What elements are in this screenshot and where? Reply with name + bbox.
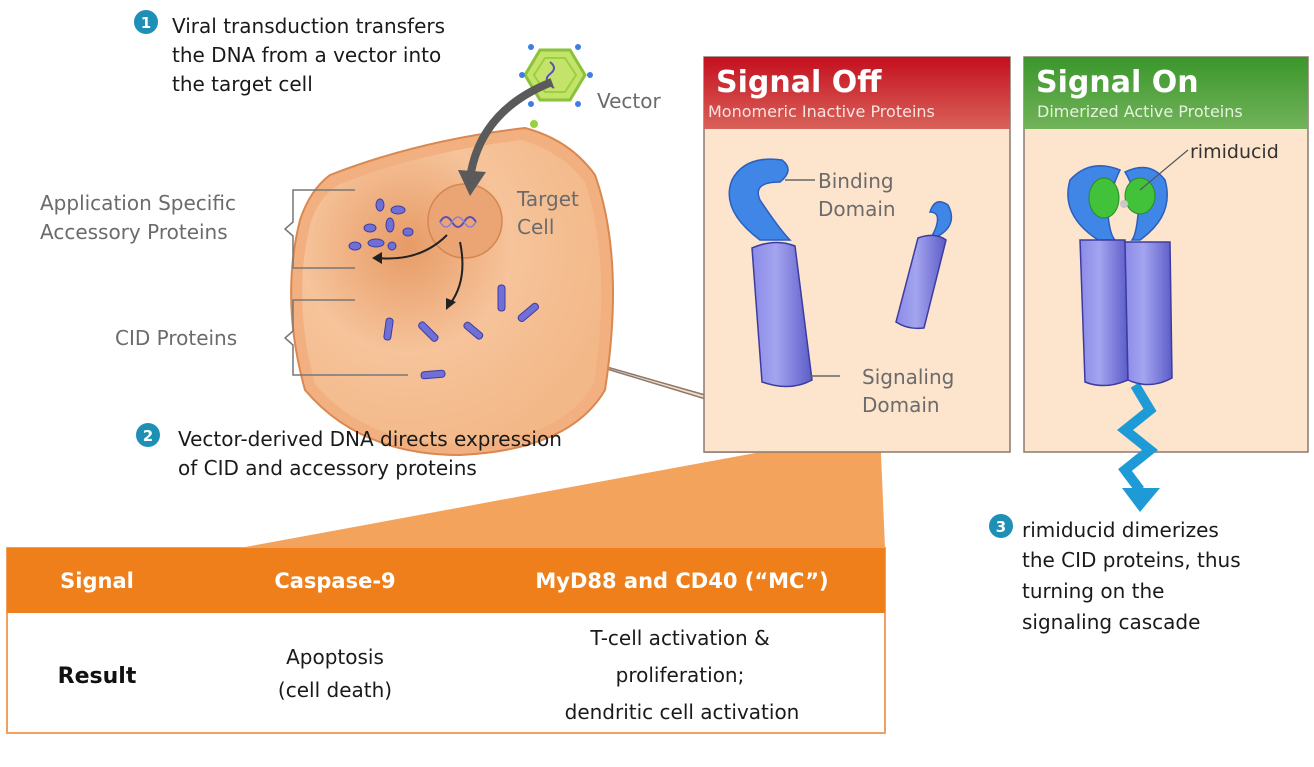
step-2: 2 Vector-derived DNA directs expression …	[136, 423, 562, 480]
arrowhead	[372, 252, 382, 264]
table-cell-caspase: (cell death)	[278, 678, 392, 702]
step-1-line: the DNA from a vector into	[172, 43, 441, 67]
table-cell-caspase: Apoptosis	[286, 645, 384, 669]
step-2-number: 2	[143, 427, 153, 445]
rimiducid-ligand	[1124, 177, 1156, 215]
cid-bracket	[283, 299, 408, 376]
step-3: 3 rimiducid dimerizes the CID proteins, …	[989, 514, 1241, 634]
cell-interior	[302, 140, 602, 444]
signal-off-title: Signal Off	[716, 65, 882, 100]
step-1-number: 1	[141, 14, 151, 32]
table-cell-mc: proliferation;	[616, 663, 745, 687]
rimiducid-ligand	[1088, 177, 1120, 219]
arrowhead	[446, 298, 456, 310]
arrow-to-accessory	[377, 234, 448, 260]
step-3-line: the CID proteins, thus	[1022, 548, 1241, 572]
step-2-line: of CID and accessory proteins	[178, 456, 477, 480]
step-3-number: 3	[996, 518, 1006, 536]
target-cell-label: Target	[516, 187, 579, 211]
step-1-badge	[134, 10, 158, 34]
dna-icon	[439, 216, 477, 228]
cid-proteins	[383, 284, 540, 380]
signal-off-subtitle: Monomeric Inactive Proteins	[708, 102, 935, 121]
dna-icon	[439, 216, 477, 228]
signal-off-panel: Signal Off Monomeric Inactive Proteins B…	[703, 56, 1011, 453]
signal-result-table: Signal Caspase-9 MyD88 and CD40 (“MC”) R…	[6, 547, 886, 734]
signaling-domain-icon	[751, 241, 813, 388]
target-cell: Target Cell	[290, 126, 614, 457]
step-1-line: the target cell	[172, 72, 313, 96]
signaling-domain-icon	[895, 234, 947, 330]
accessory-label: Accessory Proteins	[40, 220, 228, 244]
table-cell-mc: T-cell activation &	[589, 626, 769, 650]
table-header-mc: MyD88 and CD40 (“MC”)	[535, 569, 828, 593]
signal-on-title: Signal On	[1036, 65, 1199, 100]
accessory-label: Application Specific	[40, 191, 236, 215]
signaling-domain-icon	[1124, 241, 1173, 386]
accessory-proteins	[348, 198, 414, 251]
step-2-badge	[136, 423, 160, 447]
table-row-label: Result	[58, 664, 137, 689]
rimiducid-pointer	[1139, 149, 1189, 191]
arrow-to-cid	[449, 241, 464, 305]
signal-on-subtitle: Dimerized Active Proteins	[1037, 102, 1243, 121]
rimiducid-label: rimiducid	[1190, 141, 1279, 163]
step-3-line: rimiducid dimerizes	[1022, 518, 1219, 542]
rimiducid-core	[1120, 200, 1128, 208]
step-2-line: Vector-derived DNA directs expression	[178, 427, 562, 451]
zoom-wedge-orange	[240, 430, 885, 548]
step-3-badge	[989, 514, 1013, 538]
signaling-domain-label: Domain	[862, 393, 940, 417]
binding-domain-icon	[928, 201, 953, 242]
table-cell-mc: dendritic cell activation	[565, 700, 800, 724]
binding-domain-icon	[728, 158, 792, 241]
step-1: 1 Viral transduction transfers the DNA f…	[134, 10, 445, 96]
binding-domain-label: Binding	[818, 169, 894, 193]
step-3-line: signaling cascade	[1022, 610, 1200, 634]
target-cell-label: Cell	[517, 215, 554, 239]
table-header-caspase: Caspase-9	[274, 569, 395, 593]
vector-virus	[519, 44, 593, 128]
table-header-signal: Signal	[60, 569, 134, 593]
signal-on-panel: Signal On Dimerized Active Proteins rimi…	[1023, 56, 1309, 512]
entry-arrowhead	[458, 170, 486, 196]
entry-arrow	[466, 78, 554, 179]
zigzag-signal	[1116, 382, 1159, 493]
signaling-domain-icon	[1079, 239, 1129, 387]
step-1-line: Viral transduction transfers	[172, 14, 445, 38]
signaling-domain-label: Signaling	[862, 365, 954, 389]
vector-label: Vector	[597, 89, 662, 113]
binding-domain-label: Domain	[818, 197, 896, 221]
signal-arrowhead	[1122, 488, 1160, 512]
cid-label: CID Proteins	[115, 326, 237, 350]
step-3-line: turning on the	[1022, 579, 1164, 603]
accessory-bracket	[283, 189, 355, 269]
